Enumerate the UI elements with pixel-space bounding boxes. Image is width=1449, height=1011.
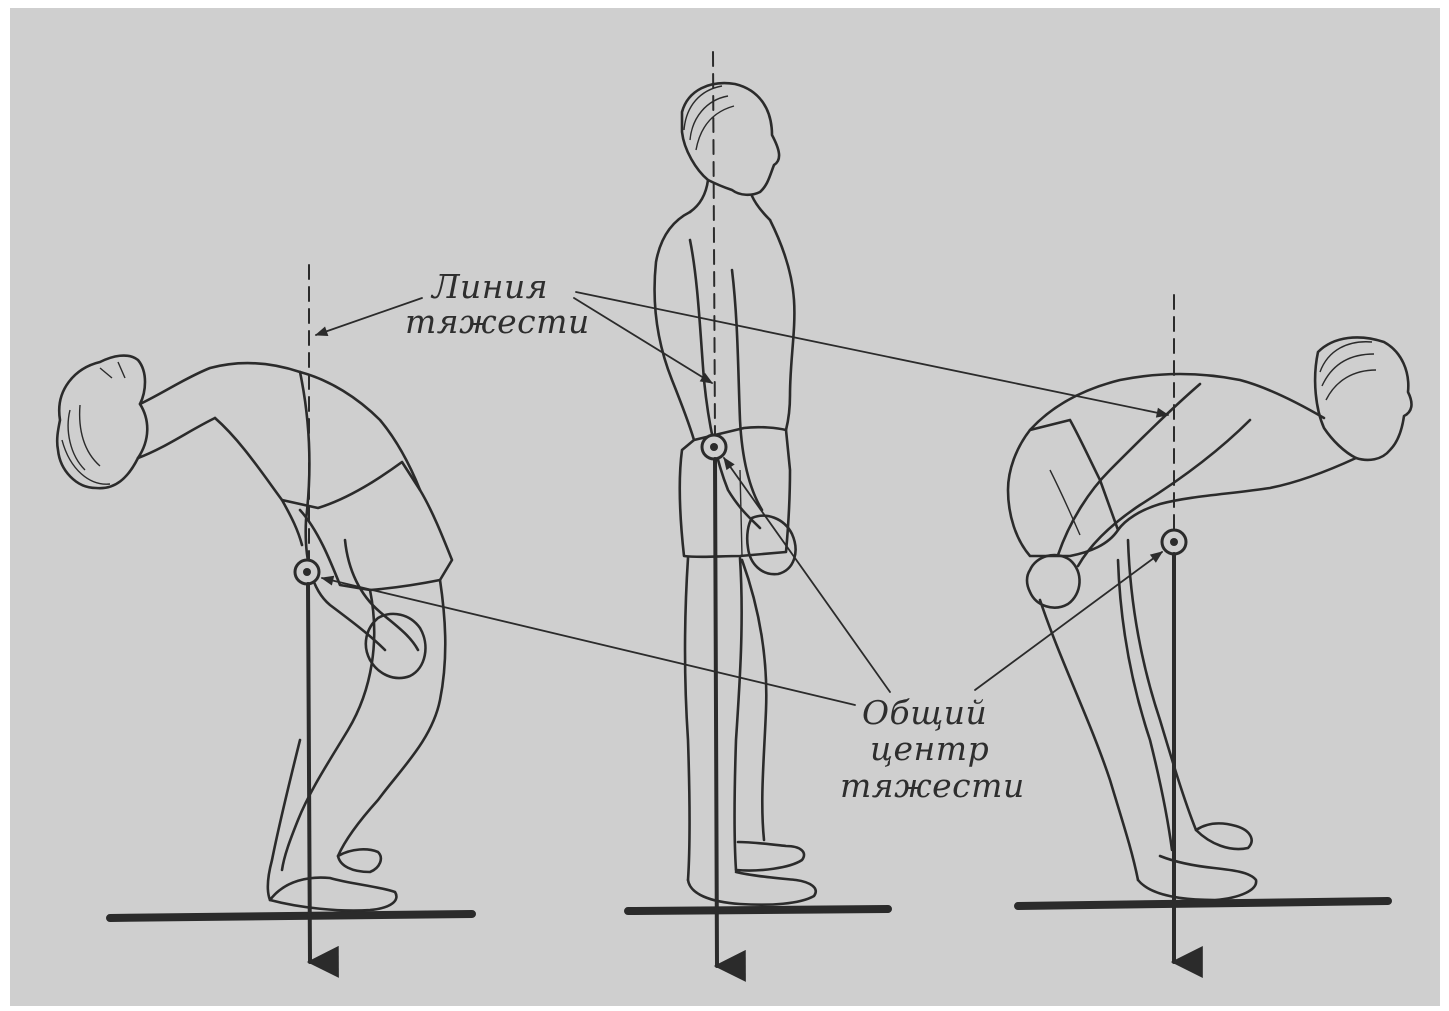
gravity-arrow-center <box>715 459 717 966</box>
center-label-line2: центр <box>870 729 989 768</box>
ground-line-left <box>110 914 472 918</box>
center-label-line3: тяжести <box>840 766 1025 805</box>
ground-line-center <box>628 909 888 911</box>
gravity-line-label-line1: Линия <box>430 267 548 306</box>
gravity-line-label-line2: тяжести <box>405 302 590 341</box>
center-label-line1: Общий <box>862 693 987 732</box>
gravity-arrow-left <box>308 584 310 962</box>
ground-line-right <box>1018 901 1388 906</box>
paper-background <box>10 8 1440 1006</box>
